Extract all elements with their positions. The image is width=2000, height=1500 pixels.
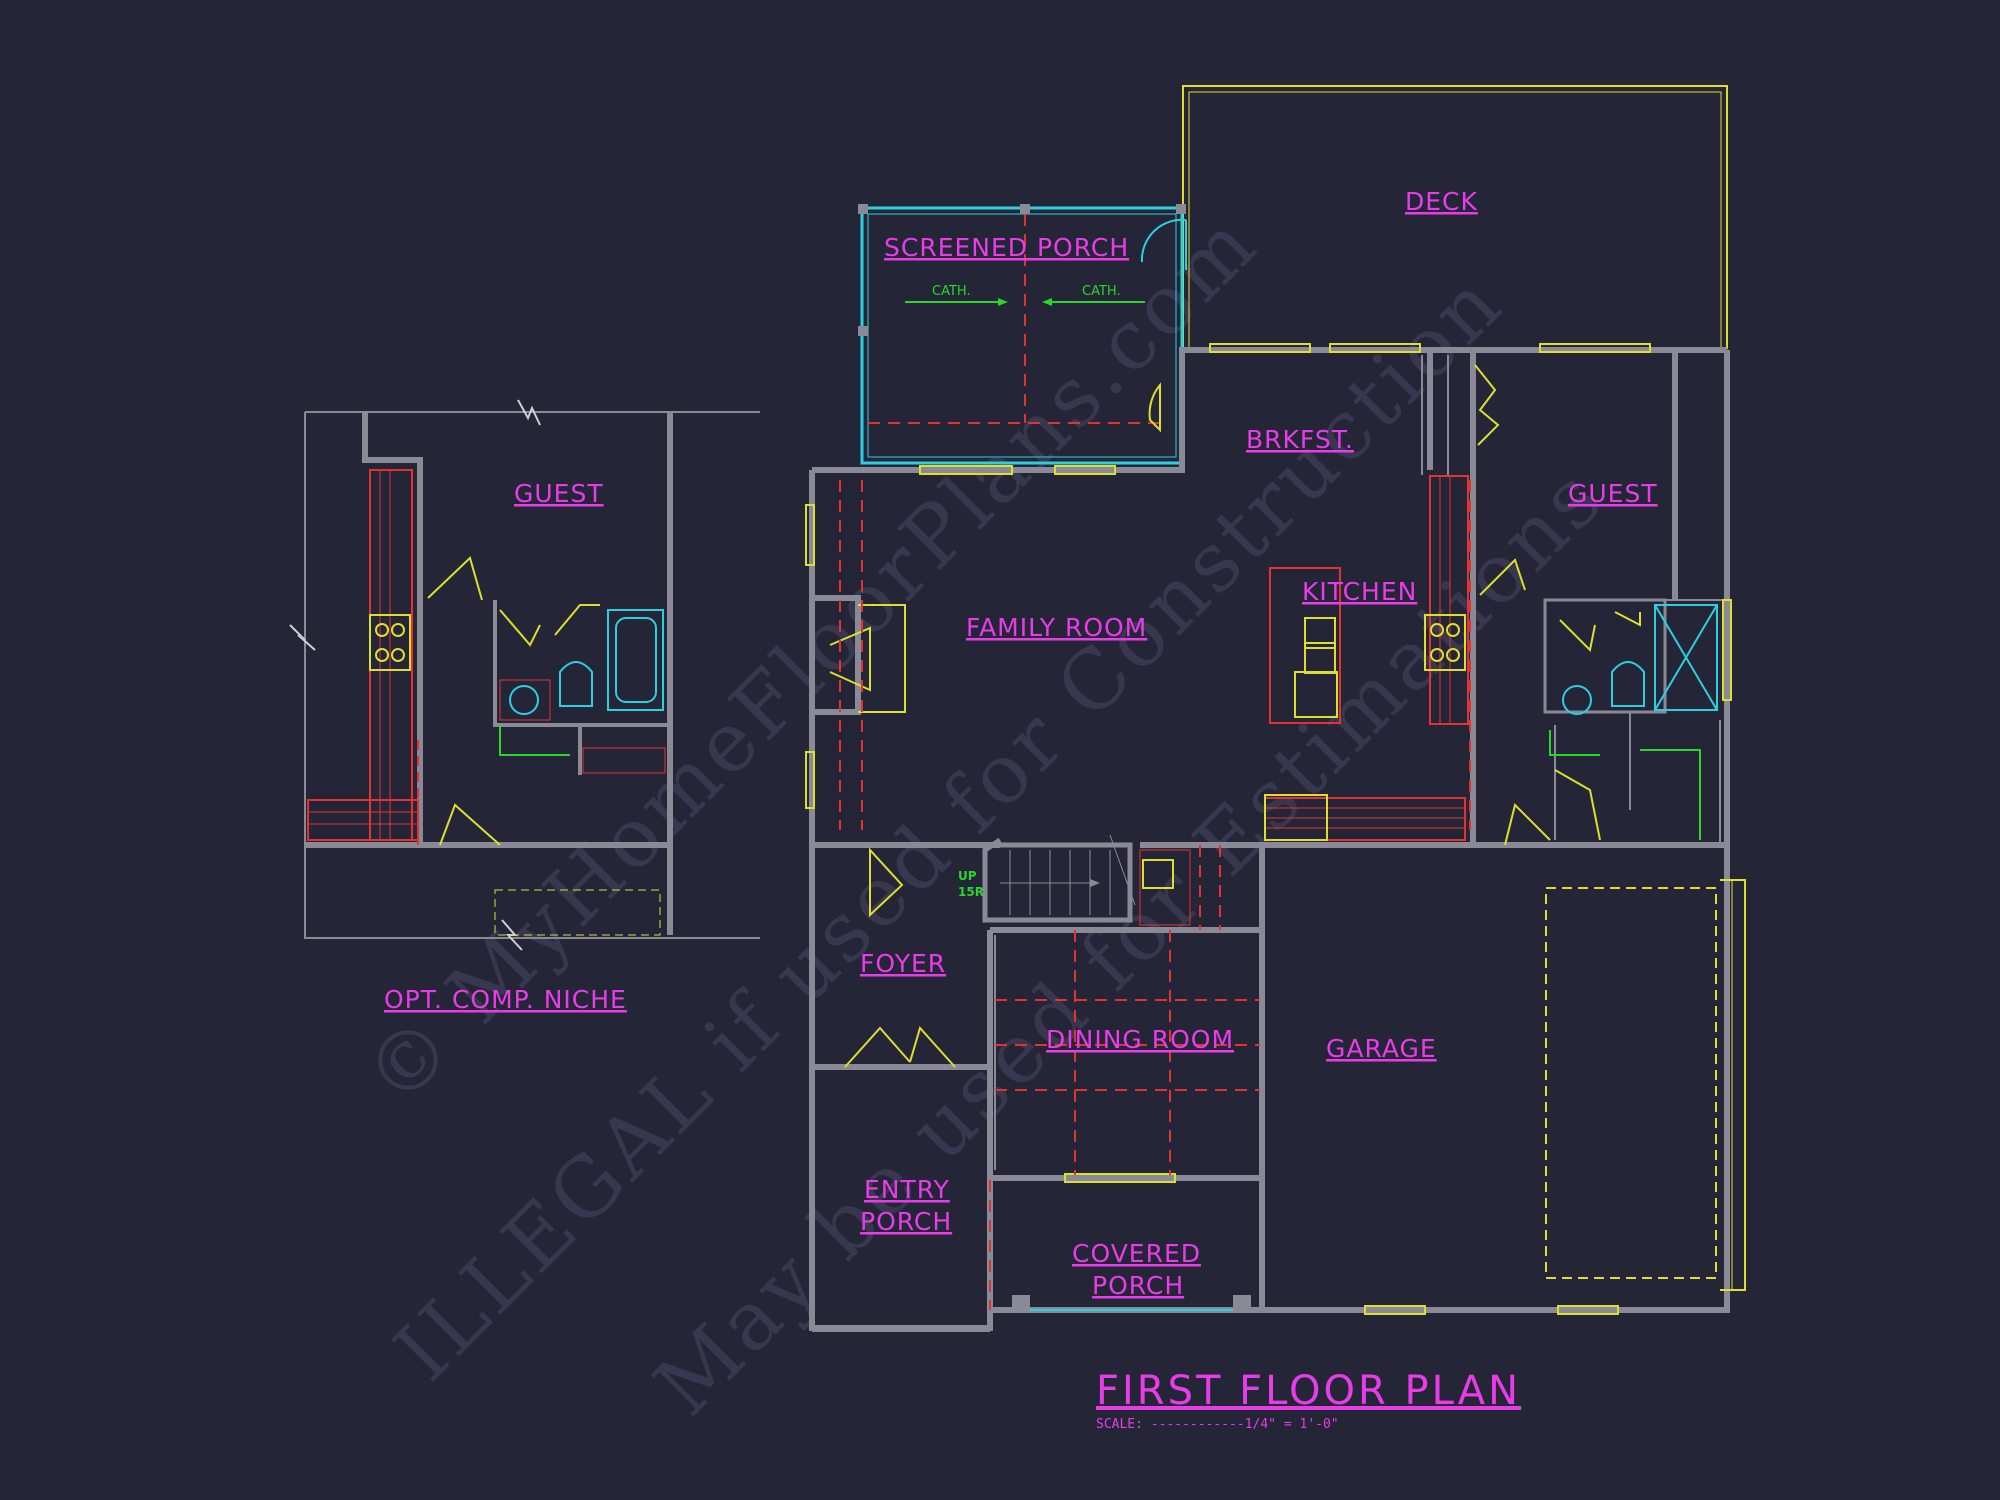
niche-detail: [289, 399, 760, 951]
label-dining-room: DINING ROOM: [1046, 1025, 1234, 1054]
doors: [844, 364, 1641, 1068]
label-entry-porch-2: PORCH: [860, 1207, 952, 1236]
stair-up-label: UP: [958, 869, 977, 883]
label-deck: DECK: [1405, 187, 1478, 216]
plan-title-block: FIRST FLOOR PLAN SCALE: ------------1/4"…: [1096, 1368, 1521, 1432]
porch-posts: [1012, 1295, 1251, 1313]
windows: [805, 343, 1732, 1315]
label-guest-main: GUEST: [1568, 479, 1658, 508]
label-covered-porch-1: COVERED: [1072, 1239, 1201, 1268]
label-covered-porch-2: PORCH: [1092, 1271, 1184, 1300]
plan-scale: SCALE: ------------1/4" = 1'-0": [1096, 1417, 1339, 1432]
stair-count-label: 15R: [958, 885, 984, 899]
note-cath-right: CATH.: [1082, 284, 1121, 299]
room-labels: DECK SCREENED PORCH BRKFST. GUEST KITCHE…: [384, 187, 1658, 1300]
garage-door: [1545, 879, 1746, 1291]
label-garage: GARAGE: [1326, 1034, 1437, 1063]
fireplace: [829, 604, 906, 713]
plan-title: FIRST FLOOR PLAN: [1096, 1368, 1521, 1414]
label-foyer: FOYER: [860, 949, 946, 978]
label-screened-porch: SCREENED PORCH: [884, 233, 1129, 262]
label-entry-porch-1: ENTRY: [864, 1175, 950, 1204]
niche-caption: OPT. COMP. NICHE: [384, 985, 627, 1014]
stairs: [982, 834, 1191, 926]
label-brkfst: BRKFST.: [1246, 425, 1354, 454]
screened-porch: [858, 204, 1187, 465]
label-guest-niche: GUEST: [514, 479, 604, 508]
niche-fixtures: [307, 469, 666, 936]
dashed-lines: [839, 480, 1471, 1310]
guest-bath-main: [1543, 598, 1718, 840]
kitchen: [1264, 475, 1469, 841]
notes: CATH. CATH. UP 15R: [932, 284, 1121, 899]
label-family-room: FAMILY ROOM: [966, 613, 1147, 642]
label-kitchen: KITCHEN: [1302, 577, 1417, 606]
note-cath-left: CATH.: [932, 284, 971, 299]
